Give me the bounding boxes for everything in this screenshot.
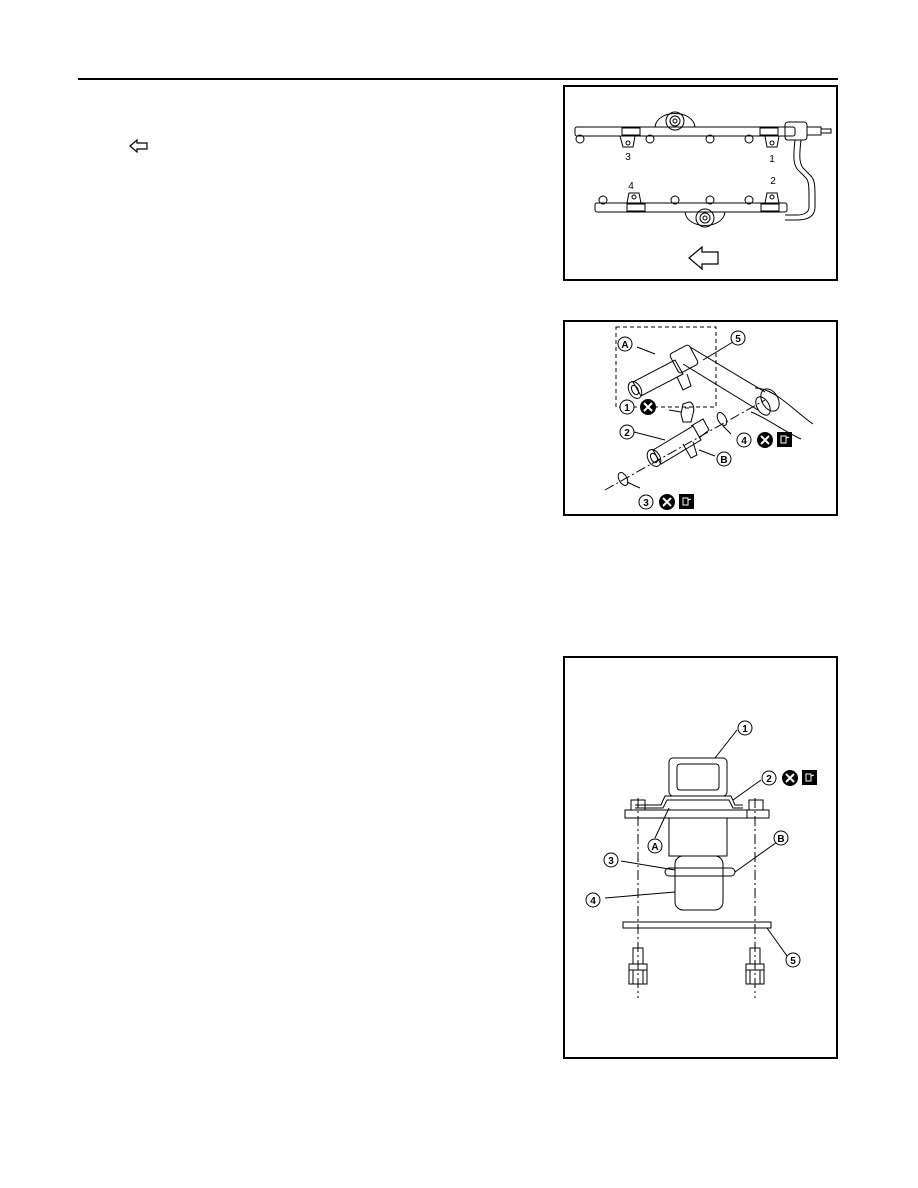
callout-2: 2 — [761, 770, 777, 786]
do-not-reuse-icon — [640, 399, 656, 415]
svg-text:1: 1 — [624, 403, 630, 414]
fuel-rail-diagram: 3 1 4 2 — [574, 111, 832, 271]
callout-1: 1 — [737, 720, 753, 736]
injector-label-1: 1 — [769, 154, 775, 165]
callout-4: 4 — [736, 432, 752, 448]
svg-text:2: 2 — [766, 774, 772, 785]
callout-4: 4 — [585, 892, 601, 908]
injector-label-3: 3 — [625, 152, 631, 163]
detail-box-a — [615, 326, 717, 408]
callout-b: B — [773, 830, 789, 846]
injector-label-4: 4 — [628, 181, 634, 192]
lower-rail — [594, 202, 788, 213]
lubricate-icon — [679, 494, 694, 509]
svg-text:4: 4 — [741, 436, 747, 447]
svg-text:1: 1 — [742, 724, 748, 735]
rail-clip — [621, 127, 641, 136]
injector-diagram: A 5 1 2 4 B 3 — [604, 326, 814, 510]
callout-b: B — [716, 451, 732, 467]
svg-text:B: B — [720, 455, 727, 466]
callout-a: A — [647, 838, 663, 854]
callout-5: 5 — [785, 952, 801, 968]
fuel-rail-figure: 3 1 4 2 — [563, 85, 838, 281]
rail-clip — [759, 127, 779, 136]
upper-rail — [574, 126, 796, 137]
callout-a: A — [617, 336, 633, 352]
regulator-figure: 1 2 A B 3 4 5 — [563, 656, 838, 1059]
svg-text:5: 5 — [735, 334, 741, 345]
bolt-right — [745, 947, 765, 985]
do-not-reuse-icon — [757, 432, 773, 448]
svg-text:B: B — [777, 834, 784, 845]
callout-5: 5 — [730, 330, 746, 346]
injector-label-2: 2 — [770, 176, 776, 187]
bolt-left — [628, 947, 648, 985]
callout-1: 1 — [619, 399, 635, 415]
left-arrow-icon — [688, 245, 719, 271]
callout-3: 3 — [638, 494, 654, 510]
do-not-reuse-icon — [782, 770, 798, 786]
svg-text:A: A — [651, 842, 658, 853]
callout-3: 3 — [603, 852, 619, 868]
lubricate-icon — [802, 770, 817, 785]
lubricate-icon — [777, 432, 792, 447]
svg-text:3: 3 — [608, 856, 614, 867]
svg-text:4: 4 — [590, 896, 596, 907]
left-arrow-icon — [129, 138, 148, 154]
svg-text:A: A — [621, 340, 628, 351]
regulator-diagram: 1 2 A B 3 4 5 — [585, 720, 817, 998]
header-rule — [78, 78, 838, 80]
injector-figure: A 5 1 2 4 B 3 — [563, 320, 838, 516]
svg-text:3: 3 — [643, 498, 649, 509]
svg-text:2: 2 — [624, 428, 630, 439]
svg-text:5: 5 — [790, 956, 796, 967]
callout-2: 2 — [619, 424, 635, 440]
do-not-reuse-icon — [659, 494, 675, 510]
regulator-body — [674, 855, 724, 911]
